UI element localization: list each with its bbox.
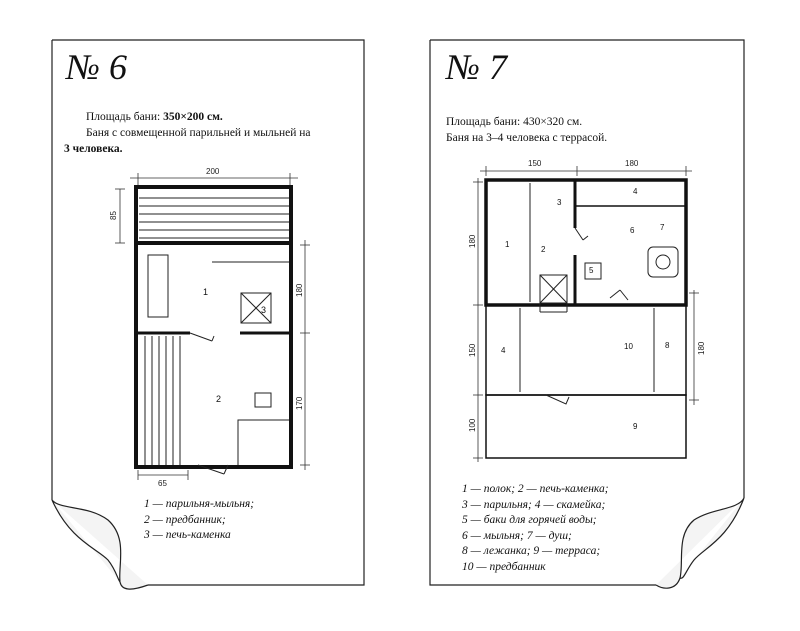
page-6-area: Площадь бани: 350×200 см. (86, 110, 223, 125)
plan-6-counter (237, 419, 289, 465)
plan-6-room-2: 2 (216, 394, 221, 404)
page-6-area-label: Площадь бани: (86, 111, 164, 123)
page-6-description-1: Баня с совмещенной парильней и мыльней н… (86, 127, 311, 139)
plan-7-room-6: 6 (630, 226, 635, 235)
plan-7-dim-left-middle: 150 (468, 343, 477, 357)
plan-7-tank (584, 262, 602, 280)
plan-7-room-1: 1 (505, 240, 510, 249)
plan-7-dim-right: 180 (697, 341, 706, 355)
plan-7-dim-top-left: 150 (528, 159, 542, 168)
plan-7-room-5: 5 (589, 266, 594, 275)
legend-7-item-2: 3 — парильня; 4 — скамейка; (462, 498, 606, 511)
legend-7-item-1: 1 — полок; 2 — печь-каменка; (462, 483, 609, 495)
page-6-outline (52, 39, 365, 586)
plan-6-dim-right-upper: 180 (295, 283, 304, 297)
legend-6-item-1: 1 — парильня-мыльня; (144, 498, 255, 510)
page-7-outline (430, 39, 745, 498)
page-6-description-2: 3 человека. (64, 143, 123, 155)
plan-6-stove (240, 292, 272, 324)
legend-6-item-2: 2 — предбанник; (144, 513, 226, 526)
page-7-legend: 1 — полок; 2 — печь-каменка; 3 — парильн… (462, 482, 609, 575)
plan-7-room-2: 2 (541, 245, 546, 254)
page-6-area-value: 350×200 см. (163, 111, 223, 123)
plan-7-room-10: 10 (624, 342, 633, 351)
plan-7-door-terrace (545, 394, 570, 405)
plan-7-dim-left-lower: 100 (468, 418, 477, 432)
plan-7-room-9: 9 (633, 422, 638, 431)
plan-7-room-4-bench: 4 (501, 346, 506, 355)
plan-7-stove (539, 274, 568, 304)
plan-7-shower (647, 246, 679, 278)
plan-6-dimension-lines (115, 173, 310, 480)
page-7-left-edge (429, 40, 656, 586)
legend-7-item-6: 10 — предбанник (462, 560, 546, 573)
plan-6-dim-left-top: 85 (109, 211, 118, 220)
plan-6-dim-right-lower: 170 (295, 396, 304, 410)
page-6-number: № 6 (66, 47, 127, 87)
plan-7-room-8: 8 (665, 341, 670, 350)
page-7-area: Площадь бани: 430×320 см. (446, 115, 582, 130)
plan-7-dim-left-upper: 180 (468, 234, 477, 248)
plan-6-tank (254, 392, 272, 408)
page-7-curl (655, 497, 745, 589)
plan-6-room-1: 1 (203, 287, 208, 297)
legend-7-item-5: 8 — лежанка; 9 — терраса; (462, 545, 601, 557)
plan-6-dim-bottom: 65 (158, 479, 167, 488)
plan-6-dim-top: 200 (206, 167, 220, 176)
page-7-number: № 7 (446, 47, 507, 87)
plan-7-dim-top-right: 180 (625, 159, 639, 168)
page-6-curl (51, 499, 149, 590)
plan-7-door-steam (574, 227, 589, 241)
plan-7-room-7: 7 (660, 223, 665, 232)
legend-6-item-3: 3 — печь-каменка (144, 529, 231, 541)
plan-6-bench-upper-left (147, 254, 169, 318)
plan-6-bench-left (144, 336, 181, 465)
legend-7-item-4: 6 — мыльня; 7 — душ; (462, 529, 572, 542)
page-6-legend: 1 — парильня-мыльня; 2 — предбанник; 3 —… (144, 497, 254, 544)
plan-6-walls (134, 185, 293, 469)
plan-6-inner-door (189, 332, 215, 342)
plan-6-bench-top (139, 197, 289, 239)
plan-7-dimension-lines (473, 166, 699, 462)
page-7-description: Баня на 3–4 человека с террасой. (446, 132, 608, 144)
plan-6-entrance-door (197, 464, 229, 475)
plan-7-walls (484, 178, 688, 459)
plan-6-room-3: 3 (261, 305, 266, 315)
page-7-area-label: Площадь бани: (446, 116, 524, 128)
plan-7-room-3: 3 (557, 198, 562, 207)
legend-7-item-3: 5 — баки для горячей воды; (462, 514, 597, 526)
plan-7-room-4: 4 (633, 187, 638, 196)
page-7-area-value: 430×320 см. (523, 116, 583, 128)
plan-7-door-wash (609, 289, 629, 301)
